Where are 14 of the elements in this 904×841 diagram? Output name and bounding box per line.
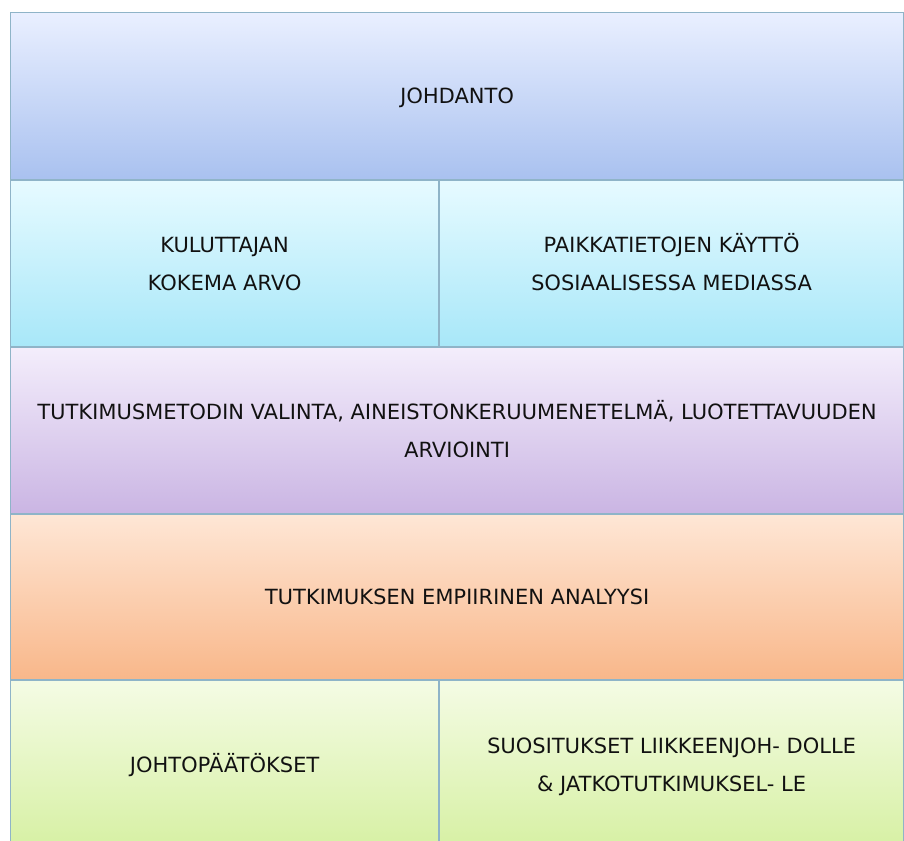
section-box [10,514,904,680]
section-title: TUTKIMUSMETODIN VALINTA, AINEISTONKERUUMENETELMÄ, LUOTETTAVUUDEN ARVIOINTI [36,398,878,464]
section-title: TUTKIMUKSEN EMPIIRINEN ANALYYSI [264,584,650,611]
section-title: JOHDANTO [400,83,514,110]
section-box [439,180,904,347]
section-title: JOHTOPÄÄTÖKSET [130,752,320,779]
section-box [10,12,904,180]
section-box [10,180,439,347]
section-title: PAIKKATIETOJEN KÄYTTÖ SOSIAALISESSA MEDIASSA [530,232,813,296]
section-box [439,680,904,841]
section-box [10,680,439,841]
section-box [10,347,904,514]
section-title: SUOSITUKSET LIIKKEENJOH- DOLLE & JATKOTUTKIMUKSEL- LE [486,733,856,798]
section-title: KULUTTAJAN KOKEMA ARVO [146,232,302,296]
